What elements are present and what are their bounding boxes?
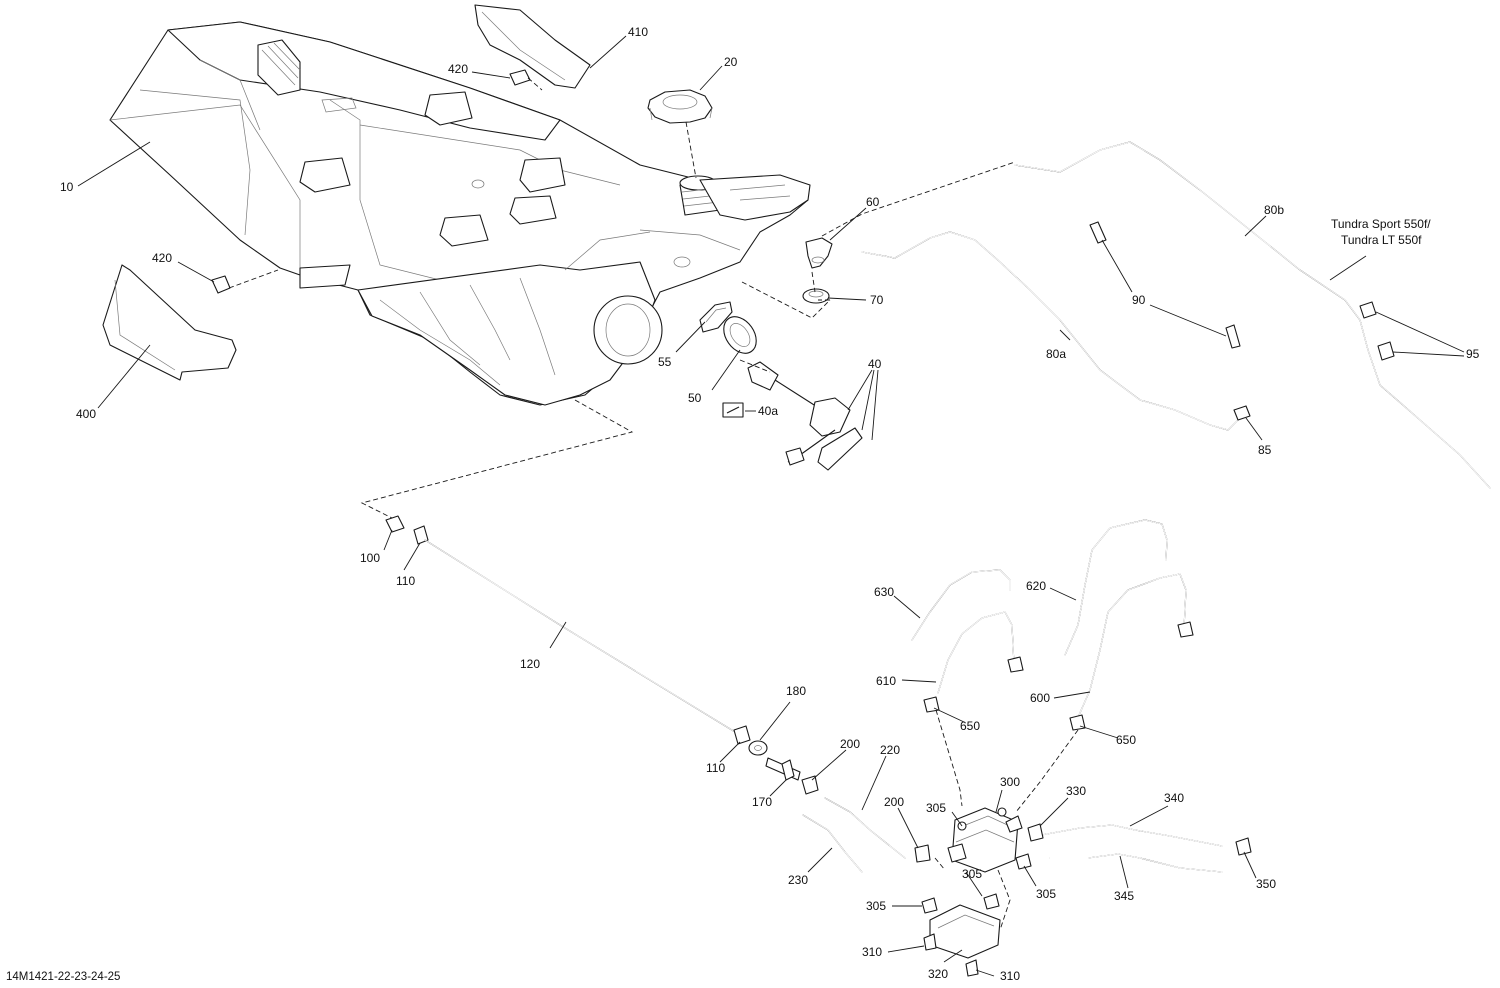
pump-bracket-part <box>929 904 1001 959</box>
callout-55: 55 <box>658 355 672 369</box>
callout-320: 320 <box>928 967 948 981</box>
fuel-level-sender-part <box>747 361 863 471</box>
callout-345: 345 <box>1114 889 1134 903</box>
clip-420-top-part <box>509 69 531 86</box>
callout-230: 230 <box>788 873 808 887</box>
callout-200-bottom: 200 <box>884 795 904 809</box>
callout-170: 170 <box>752 795 772 809</box>
model-note-line-1: Tundra Sport 550f/ <box>1331 217 1431 231</box>
model-note: Tundra Sport 550f/ Tundra LT 550f <box>1331 217 1431 247</box>
callout-20: 20 <box>724 55 738 69</box>
callout-620: 620 <box>1026 579 1046 593</box>
fuel-line-120-part <box>385 515 819 795</box>
vent-line-80a-part <box>861 231 1239 431</box>
callout-630: 630 <box>874 585 894 599</box>
model-note-line-2: Tundra LT 550f <box>1341 233 1422 247</box>
callout-410: 410 <box>628 25 648 39</box>
callout-650-left: 650 <box>960 719 980 733</box>
screw-310-b-part <box>965 959 979 977</box>
clip-420-left-part <box>211 275 231 294</box>
heat-shield-410-part <box>474 4 591 89</box>
heat-shield-400-part <box>102 264 237 381</box>
hose-630-part <box>911 569 1011 641</box>
callout-95: 95 <box>1466 347 1480 361</box>
assembly-lines <box>228 77 1079 931</box>
fuel-pump-part <box>947 807 1023 873</box>
callout-120: 120 <box>520 657 540 671</box>
callout-310-right: 310 <box>1000 969 1020 983</box>
clip-95-top-part <box>1359 301 1377 319</box>
callout-310-left: 310 <box>862 945 882 959</box>
callout-10: 10 <box>60 180 74 194</box>
clamp-350-part <box>1235 837 1252 856</box>
clip-85-part <box>1233 405 1251 421</box>
callout-220: 220 <box>880 743 900 757</box>
callout-110-bottom: 110 <box>706 761 725 775</box>
clip-95-bottom-part <box>1377 341 1395 361</box>
tie-90-top-part <box>1089 221 1107 244</box>
callout-110-top: 110 <box>396 574 415 588</box>
callout-100: 100 <box>360 551 380 565</box>
callout-305-right: 305 <box>1036 887 1056 901</box>
fuel-cap-part <box>647 89 713 124</box>
callout-340: 340 <box>1164 791 1184 805</box>
screw-310-a-part <box>923 933 937 951</box>
callout-330: 330 <box>1066 784 1086 798</box>
hose-620-part <box>1064 519 1168 656</box>
callout-80b: 80b <box>1264 203 1284 217</box>
callout-400: 400 <box>76 407 96 421</box>
callout-80a: 80a <box>1046 347 1066 361</box>
callout-50: 50 <box>688 391 702 405</box>
nut-305-a-part <box>921 897 938 914</box>
hose-600-part <box>1075 573 1187 723</box>
callout-40a: 40a <box>758 404 778 418</box>
vent-valve-part <box>805 237 833 269</box>
hose-230-part <box>802 814 863 873</box>
vent-line-80b-part <box>1014 141 1491 489</box>
callout-305-top: 305 <box>926 801 946 815</box>
clamp-650-c-part <box>1177 621 1194 638</box>
tie-90-bottom-part <box>1225 324 1241 349</box>
clamp-650-a-part <box>1007 656 1024 673</box>
drawing-code: 14M1421-22-23-24-25 <box>6 971 120 983</box>
callout-650-right: 650 <box>1116 733 1136 747</box>
hose-610-part <box>937 611 1015 694</box>
fuel-tank-part <box>109 21 811 406</box>
callout-600: 600 <box>1030 691 1050 705</box>
callout-420-top: 420 <box>448 62 468 76</box>
callout-90: 90 <box>1132 293 1146 307</box>
nut-305-b-part <box>983 893 1000 910</box>
callout-610: 610 <box>876 674 896 688</box>
clamp-650-d-part <box>1069 714 1086 731</box>
hose-220-part <box>824 797 906 859</box>
callout-350: 350 <box>1256 877 1276 891</box>
clamp-200-part <box>914 844 931 863</box>
callout-305-mid: 305 <box>962 867 982 881</box>
callout-180: 180 <box>786 684 806 698</box>
hose-345-part <box>1049 853 1223 873</box>
fuel-sender-ring-part <box>723 316 757 354</box>
callout-300: 300 <box>1000 775 1020 789</box>
callout-70: 70 <box>870 293 884 307</box>
callout-85: 85 <box>1258 443 1272 457</box>
nut-305-c-part <box>1015 853 1032 870</box>
leader-lines <box>77 35 1465 977</box>
seal-ring-part <box>699 301 733 333</box>
callout-200-top: 200 <box>840 737 860 751</box>
callout-305-bottom: 305 <box>866 899 886 913</box>
hose-340-part <box>1035 824 1223 847</box>
callout-60: 60 <box>866 195 880 209</box>
grommet-part <box>802 288 830 304</box>
callout-40: 40 <box>868 357 882 371</box>
clamp-330-part <box>1027 823 1044 842</box>
callout-labels: 410 420 20 10 420 400 60 70 55 50 40 40a… <box>60 25 1480 983</box>
callout-420-left: 420 <box>152 251 172 265</box>
harness-connector-40a-part <box>722 402 744 418</box>
